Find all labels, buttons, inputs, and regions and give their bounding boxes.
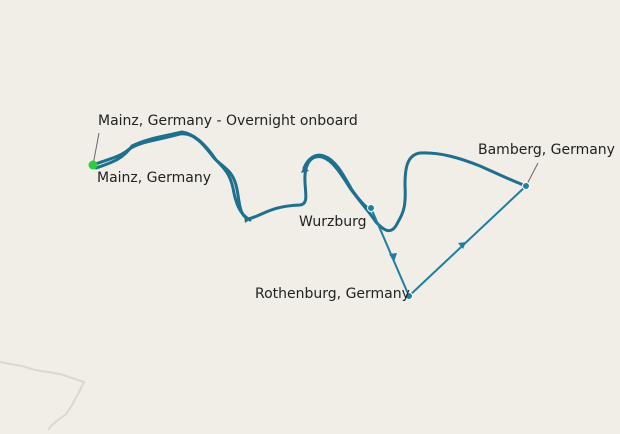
- river-route-return: [94, 130, 252, 222]
- direction-arrow: [244, 215, 251, 223]
- transfer-wurzburg-rothenburg: [370, 207, 410, 297]
- label-wurzburg: Wurzburg: [299, 214, 367, 230]
- stop-marker-bamberg[interactable]: [522, 182, 530, 190]
- stop-marker-wurzburg[interactable]: [367, 204, 375, 212]
- transfer-rothenburg-bamberg: [408, 185, 527, 297]
- direction-arrow: [301, 166, 309, 173]
- river-route-return-2: [302, 153, 374, 211]
- stop-marker-rothenburg[interactable]: [405, 292, 413, 300]
- country-border: [0, 361, 86, 431]
- label-bamberg: Bamberg, Germany: [478, 142, 615, 158]
- leader-line-bamberg: [525, 162, 539, 187]
- label-mainz: Mainz, Germany: [97, 170, 212, 186]
- label-rothenburg: Rothenburg, Germany: [255, 286, 410, 302]
- direction-arrow: [389, 253, 397, 262]
- direction-arrow: [458, 242, 466, 249]
- leader-line-mainz: [92, 132, 100, 166]
- stop-marker-mainz[interactable]: [88, 160, 98, 170]
- label-mainz-overnight: Mainz, Germany - Overnight onboard: [98, 113, 358, 129]
